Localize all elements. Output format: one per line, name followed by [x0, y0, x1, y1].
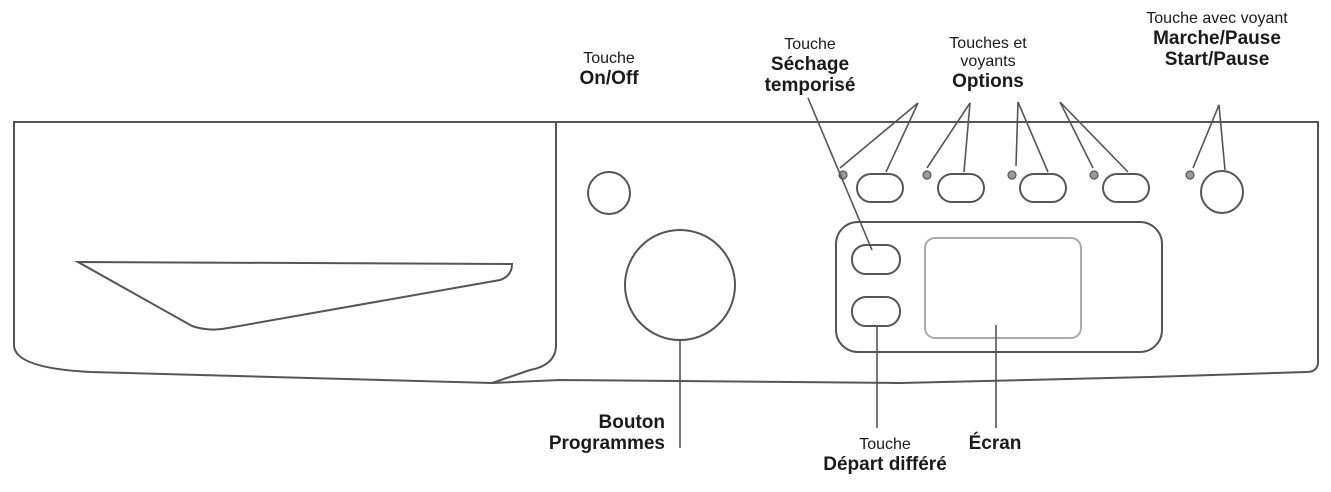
leader-start-pause [1192, 104, 1226, 171]
leader-options-4 [1059, 101, 1129, 173]
start-pause-button[interactable] [1200, 170, 1244, 214]
option-led-2 [922, 170, 932, 180]
display-panel [835, 221, 1163, 353]
leader-options-3 [1015, 101, 1049, 173]
on-off-button[interactable] [587, 171, 631, 215]
option-button-4[interactable] [1102, 173, 1150, 203]
delay-start-button[interactable] [851, 296, 901, 327]
label-bouton-programmes: Bouton Programmes [548, 412, 665, 455]
drying-timer-button[interactable] [851, 244, 901, 275]
label-sechage-temporise: Touche Séchage temporisé [764, 36, 856, 97]
program-dial[interactable] [624, 229, 736, 341]
drawer-divider [491, 122, 557, 384]
label-depart-differe: Touche Départ différé [823, 436, 947, 475]
option-led-4 [1089, 170, 1099, 180]
start-pause-led [1185, 170, 1195, 180]
option-button-3[interactable] [1019, 173, 1067, 203]
label-marche-pause: Touche avec voyant Marche/Pause Start/Pa… [1146, 10, 1288, 71]
label-ecran: Écran [968, 433, 1022, 454]
label-on-off: Touche On/Off [579, 50, 639, 89]
option-led-3 [1007, 170, 1017, 180]
label-options: Touches et voyants Options [949, 35, 1027, 92]
leader-options-1 [839, 102, 919, 173]
drawer-handle [74, 260, 514, 331]
option-button-2[interactable] [937, 173, 985, 203]
leader-sechage [807, 97, 873, 251]
display-screen [924, 237, 1082, 339]
panel-outline [13, 121, 1319, 385]
option-button-1[interactable] [856, 173, 904, 203]
leader-options-2 [926, 102, 971, 173]
